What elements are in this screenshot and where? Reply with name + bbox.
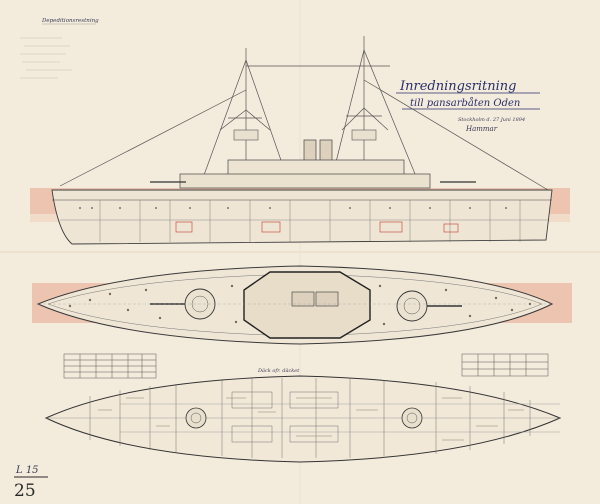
sheet-number: 25 [14,481,36,501]
aft-barbette-inner [406,412,418,424]
signature: Hammar [465,125,498,133]
funnel-plan-1 [291,291,315,307]
red-markings [175,221,459,233]
room-label-scribbles [98,397,524,441]
pencil-notes [20,37,72,79]
hull-profile [51,189,553,245]
profile-bulkheads [99,200,521,242]
portholes [79,207,507,209]
lower-deck-compartments [89,378,560,458]
funnel-plan-2 [315,291,339,307]
scale-bar-right [461,353,549,377]
profile-view [30,36,570,245]
aft-turret-inner [403,297,421,315]
aft-turret-plan [396,290,428,322]
scale-bar-left [63,353,157,379]
fore-barbette-inner [190,412,202,424]
title-line-1: Inredningsritning [399,79,516,94]
boat-deck [179,173,431,189]
title-line-2: till pansarbåten Oden [410,97,520,109]
lower-deck-plan [44,375,562,463]
aft-barbette [401,407,423,429]
place-date: Stockholm d. 27 Juni 1894 [458,117,525,123]
upper-deck-plan [32,265,572,345]
masts [59,36,549,191]
upper-deck-inner [47,273,543,337]
fore-barbette [185,407,207,429]
fore-top [233,129,259,141]
corner-note: Depeditionsrestning [41,18,99,24]
archive-ref: L 15 [15,465,39,476]
aft-top [351,129,377,141]
deck-label: Däck ofr. däcket [257,368,300,374]
deck-fittings [68,284,532,326]
